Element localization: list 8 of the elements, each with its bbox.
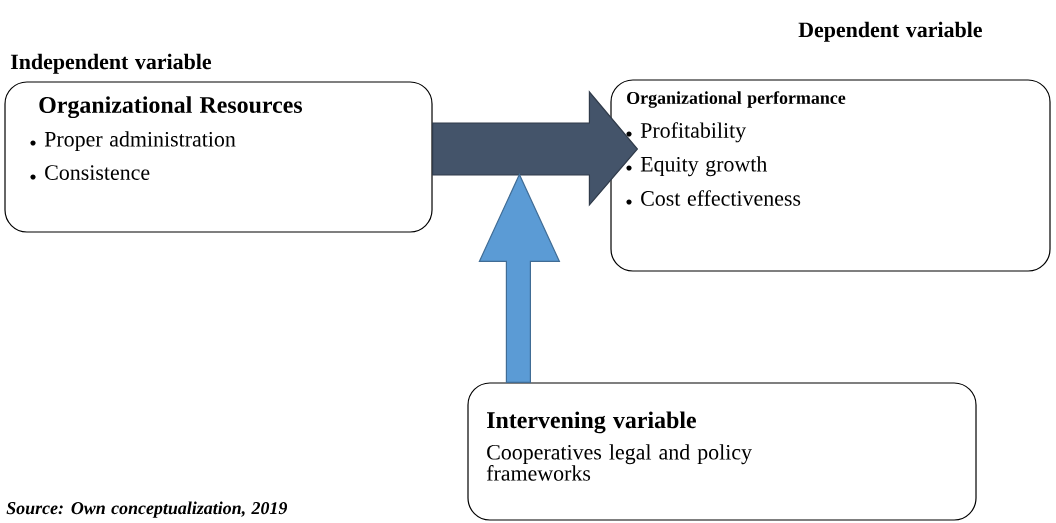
- block-arrow: [432, 90, 639, 207]
- node-label: Independent variable: [10, 53, 212, 74]
- variable-box: Independent variable Organizational Resources Proper administration Consistence: [4, 53, 433, 233]
- variable-box: Intervening variable Cooperatives legal and policy frameworks: [467, 382, 977, 521]
- block-arrow: [478, 172, 561, 383]
- source-note: Source: Own conceptualization, 2019: [6, 501, 288, 518]
- variable-box: Dependent variable Organizational performance Profitability Equity growth Cost effectiveness: [610, 21, 1051, 272]
- node-label: Dependent variable: [798, 21, 982, 42]
